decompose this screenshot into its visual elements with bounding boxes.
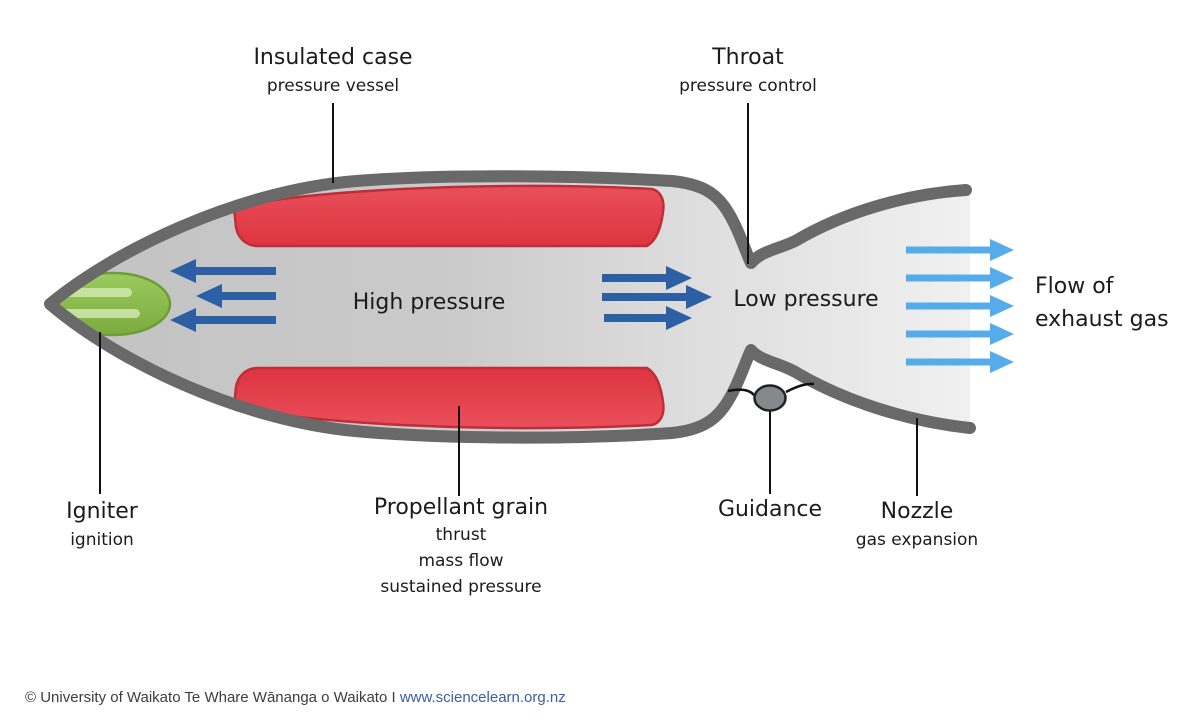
- label-insulated-case: Insulated case: [253, 45, 412, 70]
- label-exhaust-flow-line1: Flow of: [1035, 274, 1115, 299]
- exhaust-arrows: [906, 239, 1014, 373]
- label-propellant-grain: Propellant grain: [374, 495, 548, 520]
- label-nozzle: Nozzle: [881, 499, 954, 524]
- label-insulated-case-sub: pressure vessel: [267, 76, 399, 96]
- leader-lines: [99, 103, 918, 496]
- label-nozzle-sub: gas expansion: [856, 530, 978, 550]
- label-igniter-sub: ignition: [70, 530, 134, 550]
- propellant-grain-top: [232, 184, 665, 248]
- igniter-stripe: [62, 309, 140, 318]
- propellant-grain-bottom: [232, 366, 665, 430]
- pressure-arrows-right: [602, 266, 712, 330]
- label-propellant-sub-3: sustained pressure: [380, 577, 541, 597]
- label-propellant-sub-2: mass flow: [418, 551, 503, 571]
- label-high-pressure: High pressure: [353, 290, 506, 315]
- left-arrow-icon: [170, 308, 276, 332]
- label-low-pressure: Low pressure: [733, 287, 878, 312]
- label-igniter: Igniter: [66, 499, 139, 524]
- label-exhaust-flow-line2: exhaust gas: [1035, 307, 1169, 332]
- pressure-arrows-left: [170, 259, 276, 332]
- guidance-gimbal: [727, 382, 815, 412]
- exhaust-arrow-icon: [906, 239, 1014, 261]
- label-propellant-sub-1: thrust: [436, 525, 487, 545]
- exhaust-arrow-icon: [906, 351, 1014, 373]
- sciencelearn-link[interactable]: www.sciencelearn.org.nz: [399, 689, 566, 706]
- copyright-text: © University of Waikato Te Whare Wānanga…: [25, 689, 396, 706]
- case-outline: [44, 170, 976, 444]
- exhaust-arrow-icon: [906, 323, 1014, 345]
- exhaust-arrow-icon: [906, 267, 1014, 289]
- label-throat: Throat: [711, 45, 784, 70]
- right-arrow-icon: [602, 266, 692, 290]
- copyright-footer: © University of Waikato Te Whare Wānanga…: [25, 689, 566, 706]
- left-arrow-icon: [170, 259, 276, 283]
- label-guidance: Guidance: [718, 497, 822, 522]
- exhaust-arrow-icon: [906, 295, 1014, 317]
- right-arrow-icon: [602, 285, 712, 309]
- igniter-shape: [54, 271, 172, 337]
- label-throat-sub: pressure control: [679, 76, 817, 96]
- left-arrow-icon: [196, 284, 276, 308]
- right-arrow-icon: [604, 306, 692, 330]
- igniter-stripe: [62, 288, 132, 297]
